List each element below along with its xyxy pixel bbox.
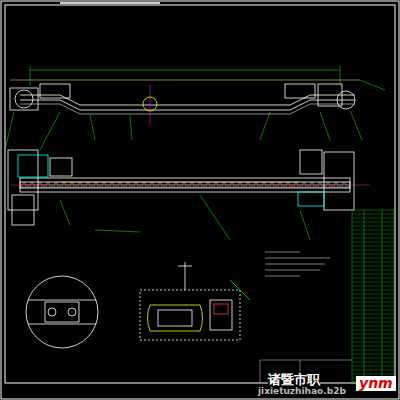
table-row-line: [352, 282, 394, 283]
table-row-line: [352, 370, 394, 371]
table-row-line: [352, 366, 394, 367]
table-row-line: [352, 250, 394, 251]
table-row-line: [352, 342, 394, 343]
table-row-line: [352, 314, 394, 315]
table-row-line: [352, 354, 394, 355]
table-row-line: [352, 330, 394, 331]
table-row-line: [352, 322, 394, 323]
table-row-line: [352, 358, 394, 359]
table-row-line: [352, 246, 394, 247]
table-row-line: [352, 278, 394, 279]
table-row-line: [352, 214, 394, 215]
table-row-line: [352, 258, 394, 259]
table-row-line: [352, 274, 394, 275]
watermark-logo: ynm: [356, 376, 396, 391]
table-row-line: [352, 310, 394, 311]
table-row-line: [352, 234, 394, 235]
table-row-line: [352, 294, 394, 295]
table-row-line: [352, 350, 394, 351]
table-row-line: [352, 298, 394, 299]
table-row-line: [352, 254, 394, 255]
table-row-line: [352, 270, 394, 271]
table-row-line: [352, 238, 394, 239]
table-row-line: [352, 374, 394, 375]
table-row-line: [352, 318, 394, 319]
table-row-line: [352, 326, 394, 327]
table-row-line: [352, 242, 394, 243]
watermark-text: 诸暨市职: [268, 373, 320, 387]
table-row-line: [352, 286, 394, 287]
table-row-line: [352, 262, 394, 263]
table-row-line: [352, 230, 394, 231]
table-row-line: [352, 226, 394, 227]
table-row-line: [352, 290, 394, 291]
table-row-line: [352, 362, 394, 363]
table-row-line: [352, 338, 394, 339]
watermark-url: jixietuzhihao.b2b: [258, 387, 346, 397]
table-row-line: [352, 222, 394, 223]
table-row-line: [352, 306, 394, 307]
table-row-line: [352, 218, 394, 219]
table-row-line: [352, 334, 394, 335]
table-row-line: [352, 266, 394, 267]
table-row-line: [352, 302, 394, 303]
table-row-line: [352, 346, 394, 347]
